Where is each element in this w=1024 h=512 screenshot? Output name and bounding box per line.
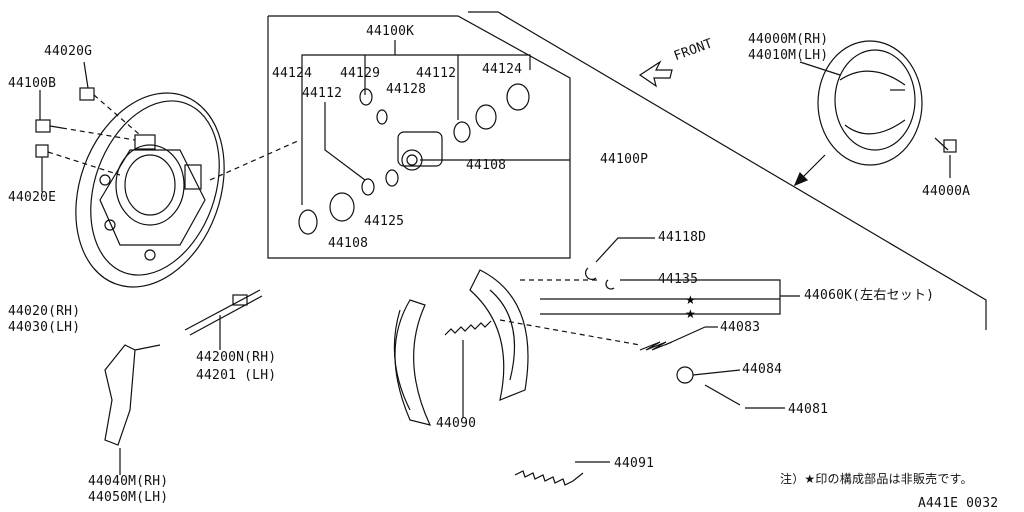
boot-right [506,83,530,111]
clip-44135 [605,279,615,290]
label-44020-rh: 44020(RH) [8,304,81,319]
brake-assembly [817,40,923,166]
adjuster-44200n [184,289,263,336]
label-44081: 44081 [788,402,829,417]
plug-44020e [35,144,49,158]
label-44050m-lh: 44050M(LH) [88,490,169,505]
label-44084: 44084 [742,362,783,377]
star-2: ★ [685,307,696,321]
label-44200n-rh: 44200N(RH) [196,350,277,365]
label-44083: 44083 [720,320,761,335]
label-44128: 44128 [386,82,427,97]
spring-44083 [639,341,673,351]
bolt-44100b [35,119,63,133]
label-44112-b: 44112 [302,86,343,101]
label-44124-b: 44124 [482,62,523,77]
piston-left [329,192,355,222]
cup-right [453,121,471,143]
label-44040m-rh: 44040M(RH) [88,474,169,489]
bleeder-cap [359,88,373,106]
label-44124-a: 44124 [272,66,313,81]
label-44090: 44090 [436,416,477,431]
label-44112-a: 44112 [416,66,457,81]
label-44100p: 44100P [600,152,649,167]
spring-44125 [385,169,399,187]
diagram-id: A441E 0032 [918,496,999,511]
label-44010m-lh: 44010M(LH) [748,48,829,63]
brake-shoe-rear [469,269,529,401]
label-44135: 44135 [658,272,699,287]
label-44108-b: 44108 [328,236,369,251]
label-44201-lh: 44201 (LH) [196,368,277,383]
label-44091: 44091 [614,456,655,471]
label-44129: 44129 [340,66,381,81]
spring-44090 [444,320,492,336]
label-44000a: 44000A [922,184,971,199]
wheel-cylinder [397,131,443,171]
label-44118d: 44118D [658,230,707,245]
clip-44118d [585,267,597,280]
bleeder-screw [376,109,388,125]
boot-left [298,209,318,235]
section-line [468,11,987,330]
label-44020g: 44020G [44,44,93,59]
label-44060k: 44060K(左右セット) [804,288,935,303]
footnote: 注）★印の構成部品は非販売です。 [780,472,973,486]
pin-44081 [704,384,741,406]
brake-shoe-front [393,299,432,426]
label-44000m-rh: 44000M(RH) [748,32,829,47]
spring-44091 [514,470,584,486]
cup-44084 [676,366,694,384]
piston-right [475,104,497,130]
label-44020e: 44020E [8,190,57,205]
backing-plate [75,92,225,288]
label-44030-lh: 44030(LH) [8,320,81,335]
label-44100b: 44100B [8,76,57,91]
kit-box [267,15,571,259]
lever-44040m [104,344,161,446]
label-44100k: 44100K [366,24,415,39]
grommet-44020g [79,87,95,101]
star-1: ★ [685,293,696,307]
label-44108-a: 44108 [466,158,507,173]
label-44125: 44125 [364,214,405,229]
cup-left [361,178,375,196]
